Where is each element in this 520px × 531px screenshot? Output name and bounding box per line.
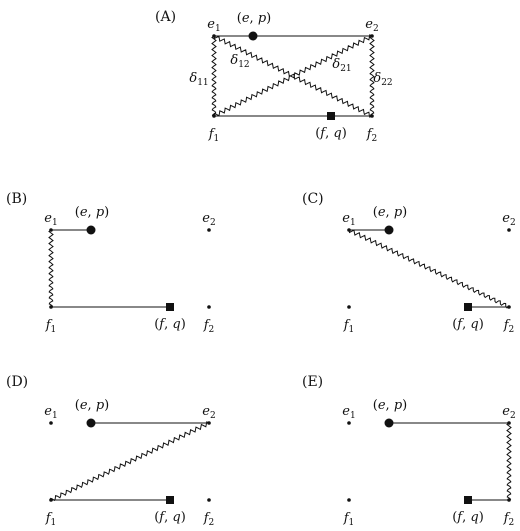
node-label-e1: e1	[342, 211, 355, 228]
node-e1	[347, 421, 351, 425]
node-e1	[49, 421, 53, 425]
delta-label-12: δ12	[230, 53, 249, 70]
marker-label-fq: (f, q)	[154, 510, 186, 525]
panel-label: (D)	[6, 374, 28, 390]
marker-label-fq: (f, q)	[452, 510, 484, 525]
marker-ep	[86, 418, 96, 428]
node-label-f1: f1	[45, 318, 57, 335]
node-label-e2: e2	[202, 404, 215, 421]
node-f1	[49, 498, 53, 502]
panel-label: (B)	[6, 191, 27, 207]
node-label-f1: f1	[343, 318, 355, 335]
node-label-f1: f1	[45, 511, 57, 528]
node-e2	[207, 421, 211, 425]
marker-fq	[166, 303, 174, 311]
node-f2	[507, 498, 511, 502]
node-label-e1: e1	[44, 404, 57, 421]
node-f2	[370, 114, 374, 118]
marker-label-ep: (e, p)	[237, 11, 271, 26]
delta-label-21: δ21	[332, 57, 351, 74]
delta-label-22: δ22	[373, 71, 392, 88]
node-label-e1: e1	[207, 17, 220, 34]
wavy-edge-e2-f1	[213, 34, 373, 117]
node-f1	[347, 305, 351, 309]
node-label-e2: e2	[502, 211, 515, 228]
marker-ep	[384, 418, 394, 428]
node-label-e1: e1	[44, 211, 57, 228]
node-f2	[507, 305, 511, 309]
node-label-f2: f2	[503, 318, 515, 335]
marker-fq	[166, 496, 174, 504]
marker-label-ep: (e, p)	[373, 398, 407, 413]
wavy-edge-e2-f1	[50, 421, 210, 502]
node-e1	[347, 228, 351, 232]
wavy-edge-e1-f1	[48, 229, 54, 308]
node-f1	[347, 498, 351, 502]
wavy-edge-e1-f2	[348, 229, 510, 309]
node-label-e2: e2	[202, 211, 215, 228]
node-e1	[49, 228, 53, 232]
wavy-edge-e2-f2	[506, 422, 512, 501]
marker-ep	[384, 225, 394, 235]
node-e2	[507, 228, 511, 232]
node-e1	[212, 34, 216, 38]
node-f1	[49, 305, 53, 309]
marker-fq	[327, 112, 335, 120]
panel-b: (B) e1 e2 f1 f2 (e, p) (f, q)	[6, 191, 216, 335]
wavy-edge-e1-f1	[211, 35, 217, 117]
node-label-f2: f2	[203, 511, 215, 528]
node-label-e2: e2	[365, 17, 378, 34]
marker-ep	[86, 225, 96, 235]
panel-c: (C) e1 e2 f1 f2 (e, p) (f, q)	[302, 191, 516, 335]
panel-label: (E)	[302, 374, 323, 390]
marker-ep	[248, 31, 258, 41]
node-f2	[207, 498, 211, 502]
node-label-f1: f1	[208, 127, 220, 144]
marker-label-fq: (f, q)	[154, 317, 186, 332]
node-label-f2: f2	[203, 318, 215, 335]
marker-label-fq: (f, q)	[452, 317, 484, 332]
marker-label-ep: (e, p)	[373, 205, 407, 220]
node-e2	[507, 421, 511, 425]
wavy-edge-e1-f2	[213, 35, 373, 118]
node-label-e1: e1	[342, 404, 355, 421]
node-e2	[370, 34, 374, 38]
marker-label-ep: (e, p)	[75, 205, 109, 220]
marker-fq	[464, 496, 472, 504]
panel-d: (D) e1 e2 f1 f2 (e, p) (f, q)	[6, 374, 216, 528]
node-label-f2: f2	[366, 127, 378, 144]
node-f1	[212, 114, 216, 118]
panel-label: (C)	[302, 191, 324, 207]
node-label-f2: f2	[503, 511, 515, 528]
node-e2	[207, 228, 211, 232]
panel-label: (A)	[155, 9, 176, 25]
wavy-edge-e2-f2	[369, 35, 375, 117]
node-label-f1: f1	[343, 511, 355, 528]
panel-a: (A) δ11 δ12 δ21 δ22 e1 e2 f1 f2 (e, p) (f, q)	[155, 9, 393, 144]
node-label-e2: e2	[502, 404, 515, 421]
marker-label-fq: (f, q)	[315, 126, 347, 141]
panel-e: (E) e1 e2 f1 f2 (e, p) (f, q)	[302, 374, 516, 528]
marker-label-ep: (e, p)	[75, 398, 109, 413]
node-f2	[207, 305, 211, 309]
marker-fq	[464, 303, 472, 311]
delta-label-11: δ11	[189, 71, 208, 88]
